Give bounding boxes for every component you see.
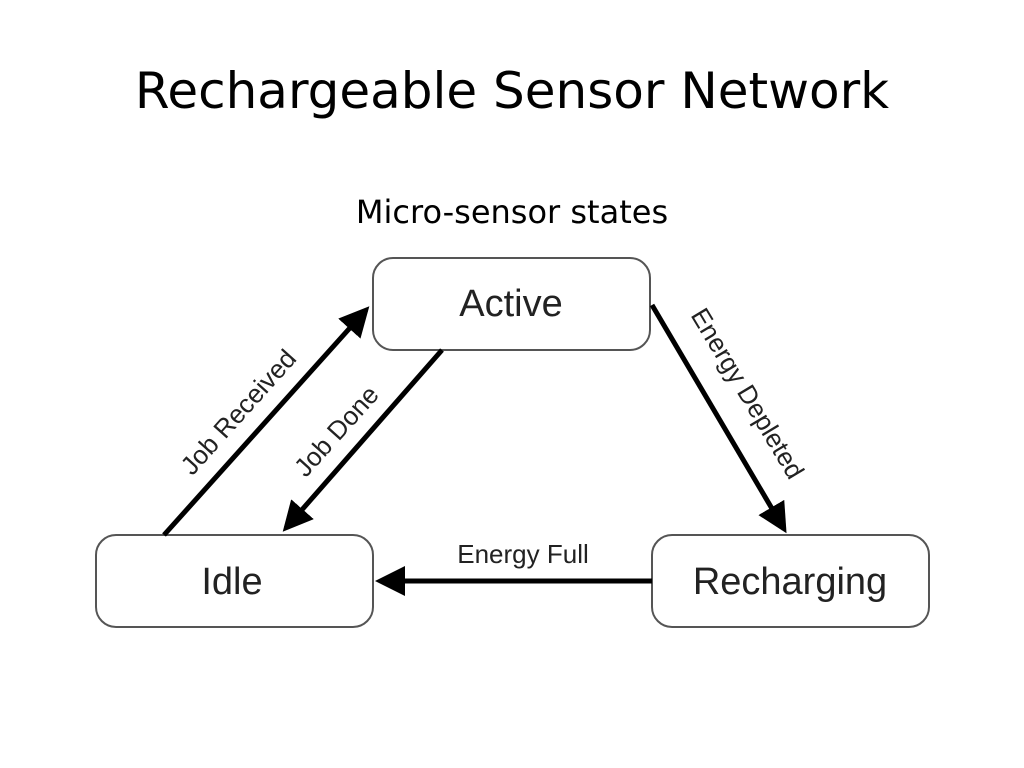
node-active: Active	[372, 257, 651, 351]
node-idle: Idle	[95, 534, 374, 628]
slide-title: Rechargeable Sensor Network	[134, 62, 890, 120]
label-job-received: Job Received	[174, 343, 302, 480]
node-idle-label: Idle	[201, 561, 262, 603]
node-recharging: Recharging	[651, 534, 930, 628]
node-recharging-label: Recharging	[693, 561, 887, 603]
slide-subtitle: Micro-sensor states	[355, 193, 669, 231]
edge-energy-depleted	[649, 303, 787, 534]
edge-job-done	[282, 348, 444, 532]
node-active-label: Active	[459, 283, 562, 325]
edge-job-received	[162, 306, 370, 537]
label-energy-full: Energy Full	[457, 539, 589, 569]
